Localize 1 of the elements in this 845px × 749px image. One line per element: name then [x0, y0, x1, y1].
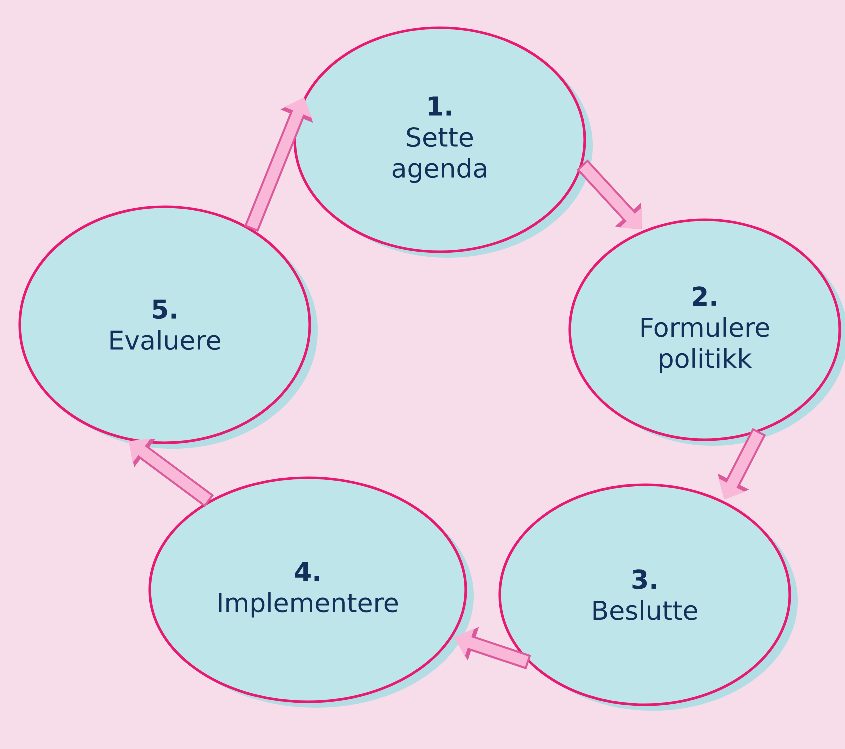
block-arrow: [576, 160, 642, 230]
